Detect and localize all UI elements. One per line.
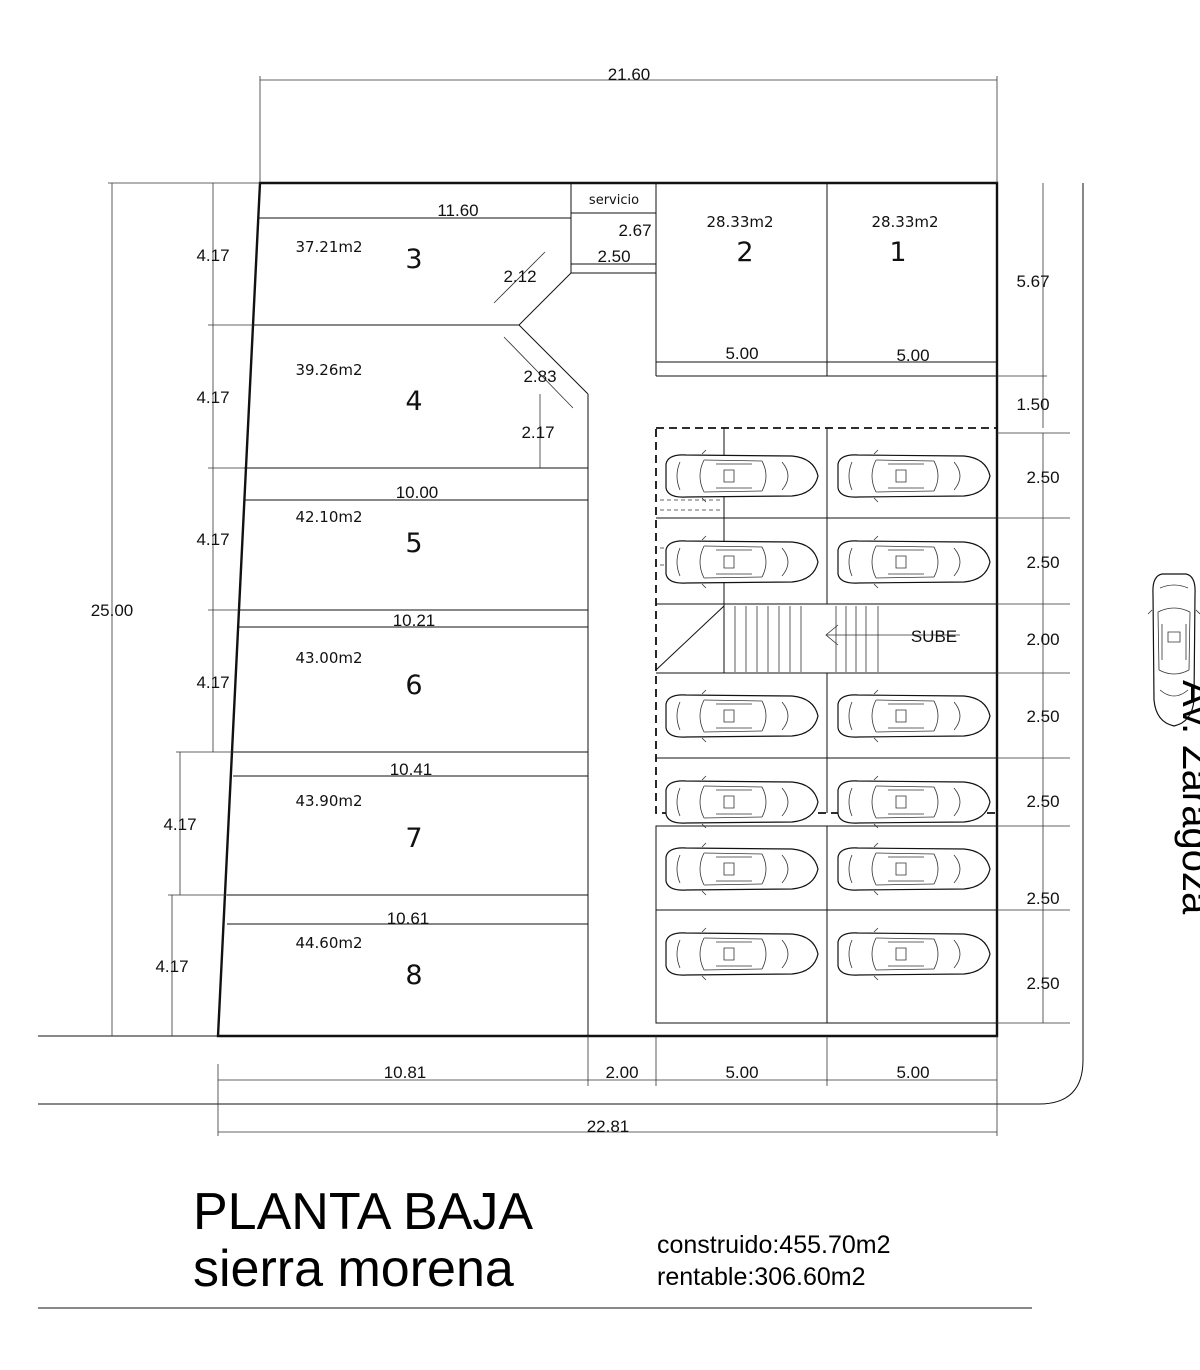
dim-unit2-width: 5.00 [725, 344, 758, 363]
car-icon [837, 535, 991, 589]
dim-right-7: 2.50 [1026, 792, 1059, 811]
dim-left-5: 4.17 [163, 815, 196, 834]
dim-bottom-3: 5.00 [725, 1063, 758, 1082]
street-name: Av. Zaragoza [1174, 680, 1200, 915]
car-icon [665, 927, 819, 981]
car-icon [665, 535, 819, 589]
dim-top-width: 21.60 [608, 65, 651, 84]
parking-area [655, 427, 998, 1024]
dim-right-9: 2.50 [1026, 974, 1059, 993]
stairs-label: SUBE [911, 627, 957, 646]
dim-right-4: 2.50 [1026, 553, 1059, 572]
dim-right-8: 2.50 [1026, 889, 1059, 908]
dimension-lines [108, 76, 1070, 1136]
dim-2-17: 2.17 [521, 423, 554, 442]
unit-7-number: 7 [405, 823, 422, 854]
dim-bottom-4: 5.00 [896, 1063, 929, 1082]
unit-7-area: 43.90m2 [295, 792, 362, 810]
dim-right-2: 1.50 [1016, 395, 1049, 414]
car-icon [837, 927, 991, 981]
dim-10-61: 10.61 [387, 909, 430, 928]
unit-8-number: 8 [405, 960, 422, 991]
car-icon [837, 689, 991, 743]
apartment-lines [227, 183, 657, 1036]
dim-right-3: 2.50 [1026, 468, 1059, 487]
unit-2-number: 2 [736, 237, 753, 268]
dim-bottom-width: 22.81 [587, 1117, 630, 1136]
unit-5-area: 42.10m2 [295, 508, 362, 526]
dim-left-2: 4.17 [196, 388, 229, 407]
unit-3-area: 37.21m2 [295, 238, 362, 256]
units-1-2-lines [655, 183, 997, 377]
service-label: servicio [589, 193, 639, 208]
plan-title: PLANTA BAJA [193, 1183, 533, 1241]
dim-2-12: 2.12 [503, 267, 536, 286]
dim-left-3: 4.17 [196, 530, 229, 549]
dim-2-67: 2.67 [618, 221, 651, 240]
dimension-labels: 21.60 25.00 22.81 10.81 2.00 5.00 5.00 5… [91, 65, 1060, 1136]
project-name: sierra morena [193, 1240, 514, 1298]
unit-2-area: 28.33m2 [706, 213, 773, 231]
unit-5-number: 5 [405, 528, 422, 559]
car-icon [665, 689, 819, 743]
car-icon [665, 449, 819, 503]
rentable-area: rentable:306.60m2 [657, 1263, 865, 1291]
dim-right-1: 5.67 [1016, 272, 1049, 291]
parking-cars [665, 449, 991, 981]
built-area: construido:455.70m2 [657, 1231, 890, 1259]
unit-4-number: 4 [405, 386, 422, 417]
dim-2-83: 2.83 [523, 367, 556, 386]
unit-6-area: 43.00m2 [295, 649, 362, 667]
street-lines [38, 183, 1084, 1309]
car-icon [665, 842, 819, 896]
dim-10-00: 10.00 [396, 483, 439, 502]
car-icon [837, 775, 991, 829]
dim-right-5: 2.00 [1026, 630, 1059, 649]
car-icon [837, 449, 991, 503]
car-icon [837, 842, 991, 896]
unit-1-area: 28.33m2 [871, 213, 938, 231]
dim-bottom-1: 10.81 [384, 1063, 427, 1082]
dim-11-60: 11.60 [437, 201, 478, 220]
dim-left-4: 4.17 [196, 673, 229, 692]
dim-left-6: 4.17 [155, 957, 188, 976]
unit-labels: 28.33m2 1 28.33m2 2 37.21m2 3 39.26m2 4 … [295, 193, 957, 991]
unit-6-number: 6 [405, 670, 422, 701]
dim-left-1: 4.17 [196, 246, 229, 265]
dim-10-21: 10.21 [393, 611, 436, 630]
dim-bottom-2: 2.00 [605, 1063, 638, 1082]
dim-unit1-width: 5.00 [896, 346, 929, 365]
dim-right-6: 2.50 [1026, 707, 1059, 726]
unit-1-number: 1 [889, 237, 906, 268]
dim-total-height: 25.00 [91, 601, 134, 620]
unit-4-area: 39.26m2 [295, 361, 362, 379]
title-block: PLANTA BAJA sierra morena construido:455… [193, 1183, 890, 1298]
car-icon [665, 775, 819, 829]
dim-2-50: 2.50 [597, 247, 630, 266]
dim-10-41: 10.41 [390, 760, 433, 779]
unit-3-number: 3 [405, 244, 422, 275]
unit-8-area: 44.60m2 [295, 934, 362, 952]
